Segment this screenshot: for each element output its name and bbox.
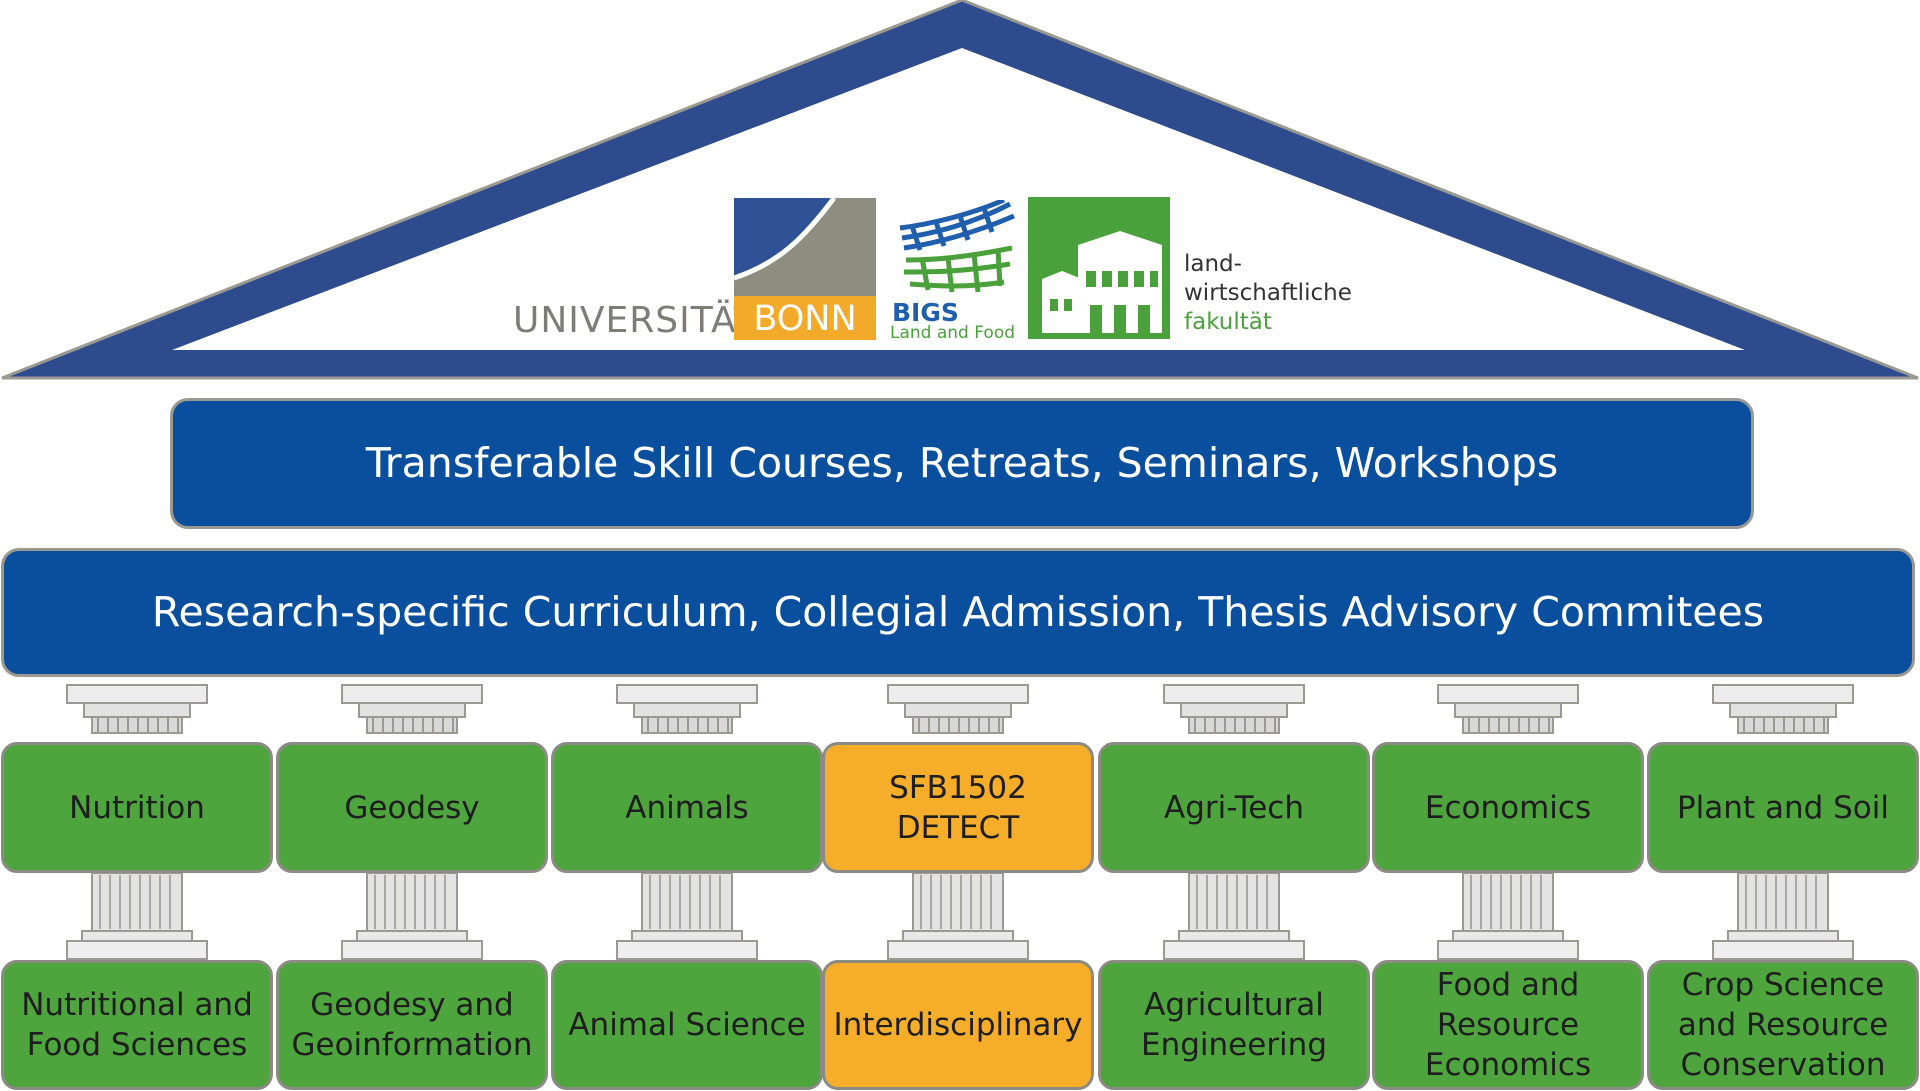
pillar-capital-icon (341, 684, 483, 734)
pillar-column-icon (1437, 873, 1579, 960)
pillar-column-icon (1163, 873, 1305, 960)
program-box: Food and Resource Economics (1372, 960, 1644, 1090)
research-area-box: Agri-Tech (1098, 742, 1370, 873)
logo-group: UNIVERSITÄT BONN BIGS Land and Food (0, 0, 1920, 380)
pillar-capital-icon (1437, 684, 1579, 734)
research-area-box: Geodesy (276, 742, 548, 873)
university-name: UNIVERSITÄT (513, 300, 757, 341)
pillar-column-icon (66, 873, 208, 960)
curriculum-banner: Research-specific Curriculum, Collegial … (1, 548, 1915, 677)
program-box: Nutritional and Food Sciences (1, 960, 273, 1090)
faculty-building-icon (1028, 197, 1170, 339)
program-box: Geodesy and Geoinformation (276, 960, 548, 1090)
program-box: Interdisciplinary (822, 960, 1094, 1090)
research-area-box: SFB1502 DETECT (822, 742, 1094, 873)
pillar-capital-icon (616, 684, 758, 734)
research-area-box: Economics (1372, 742, 1644, 873)
roof (1, 0, 1919, 380)
roof-inner (172, 48, 1745, 350)
pillar-column-icon (1712, 873, 1854, 960)
bigs-title: BIGS (892, 298, 959, 327)
pillar-capital-icon (1712, 684, 1854, 734)
program-box: Animal Science (551, 960, 823, 1090)
research-area-box: Plant and Soil (1647, 742, 1919, 873)
research-area-box: Animals (551, 742, 823, 873)
university-city: BONN (734, 296, 876, 340)
transferable-skills-banner: Transferable Skill Courses, Retreats, Se… (170, 398, 1754, 529)
research-area-box: Nutrition (1, 742, 273, 873)
pillar-capital-icon (1163, 684, 1305, 734)
bigs-subtitle: Land and Food (890, 323, 1016, 343)
bigs-globe-icon (899, 200, 1015, 293)
faculty-name-line: wirtschaftliche (1184, 280, 1352, 306)
faculty-name: land- wirtschaftliche fakultät (1184, 250, 1352, 337)
faculty-name-line: land- (1184, 251, 1242, 277)
pillar-capital-icon (66, 684, 208, 734)
program-box: Crop Science and Resource Conservation (1647, 960, 1919, 1090)
pillar-column-icon (887, 873, 1029, 960)
pillar-column-icon (616, 873, 758, 960)
bonn-emblem-icon (734, 198, 876, 296)
pillar-column-icon (341, 873, 483, 960)
faculty-name-line: fakultät (1184, 309, 1272, 335)
pillar-capital-icon (887, 684, 1029, 734)
program-box: Agricultural Engineering (1098, 960, 1370, 1090)
